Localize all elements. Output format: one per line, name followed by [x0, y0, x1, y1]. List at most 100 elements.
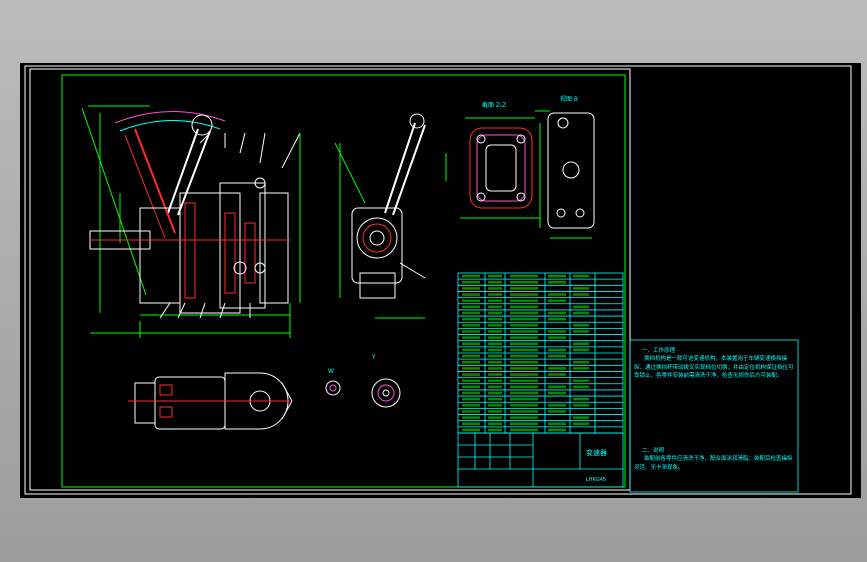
parts-list-entry-mark	[510, 274, 538, 278]
parts-list-entry-mark	[548, 428, 566, 432]
parts-list-entry-mark	[573, 305, 589, 309]
parts-list-entry-mark	[573, 367, 589, 370]
parts-list-entry-mark	[510, 324, 538, 327]
outer-frame	[24, 65, 852, 495]
parts-list-entry-mark	[462, 348, 480, 352]
parts-list-entry-mark	[488, 404, 502, 407]
parts-list-entry-mark	[548, 354, 566, 358]
parts-list-entry-mark	[488, 416, 502, 419]
parts-list-entry-mark	[462, 311, 480, 315]
parts-list-entry-mark	[510, 354, 538, 358]
notes-body-2-wrapper: 装配前各零件应清洗干净，配合面涂润滑脂；装配后检查操纵灵活、无卡滞现象。	[634, 456, 793, 471]
parts-list-entry-mark	[548, 422, 566, 425]
parts-list-entry-mark	[573, 404, 589, 407]
parts-list-entry-mark	[488, 330, 502, 333]
parts-list-table	[457, 272, 624, 434]
parts-list-entry-mark	[488, 299, 502, 302]
parts-list-entry-mark	[488, 367, 502, 370]
parts-list-entry-mark	[573, 361, 589, 364]
parts-list-entry-mark	[488, 305, 502, 309]
parts-list-entry-mark	[573, 324, 589, 327]
parts-list-entry-mark	[573, 379, 589, 382]
parts-list-entry-mark	[462, 281, 480, 284]
parts-list-entry-mark	[462, 336, 480, 339]
parts-list-entry-mark	[488, 379, 502, 382]
detail-w-view	[325, 380, 341, 396]
parts-list-entry-mark	[510, 348, 538, 352]
parts-list-entry-mark	[462, 410, 480, 413]
parts-list-entry-mark	[510, 397, 538, 401]
parts-list-entry-mark	[510, 317, 538, 321]
section-zz-view	[445, 117, 540, 219]
parts-list-entry-mark	[462, 385, 480, 389]
parts-list-entry-mark	[510, 311, 538, 315]
parts-list-entry-mark	[510, 281, 538, 284]
parts-list-entry-mark	[462, 391, 480, 395]
notes-heading-2: 二、说明	[642, 446, 665, 454]
parts-list-entry-mark	[488, 361, 502, 364]
detail-y-label: Y	[371, 354, 376, 361]
cad-drawing-canvas[interactable]: 截面 Z-Z 视图 B	[20, 63, 861, 498]
parts-list-entry-mark	[462, 293, 480, 296]
parts-list-entry-mark	[548, 274, 566, 278]
parts-list-entry-mark	[548, 293, 566, 296]
parts-list-entry-mark	[488, 354, 502, 358]
parts-list-entry-mark	[462, 287, 480, 290]
parts-list-entry-mark	[510, 428, 538, 432]
parts-list-entry-mark	[462, 416, 480, 419]
parts-list-entry-mark	[488, 428, 502, 432]
parts-list-entry-mark	[510, 373, 538, 376]
side-view-assembly	[334, 113, 426, 319]
parts-list-entry-mark	[488, 274, 502, 278]
parts-list-entry-mark	[548, 330, 566, 333]
parts-list-entry-mark	[548, 385, 566, 389]
parts-list-entry-mark	[548, 281, 566, 284]
drawing-area-frame	[29, 68, 631, 491]
parts-list-entry-mark	[488, 287, 502, 290]
title-block-drawing-no: LHKG45	[586, 477, 606, 483]
detail-w-label: W	[328, 368, 334, 375]
view-b-plate	[535, 110, 595, 239]
front-view-assembly	[81, 105, 301, 338]
parts-list-entry-mark	[462, 379, 480, 382]
parts-list-entry-mark	[510, 293, 538, 296]
parts-list-entry-mark	[488, 293, 502, 296]
parts-list-entry-mark	[488, 342, 502, 345]
parts-list-entry-mark	[548, 404, 566, 407]
parts-list-entry-mark	[462, 342, 480, 345]
parts-list-entry-mark	[488, 317, 502, 321]
parts-list-entries	[462, 274, 589, 432]
notes-body-2: 装配前各零件应清洗干净，配合面涂润滑脂；装配后检查操纵灵活、无卡滞现象。	[634, 456, 793, 471]
parts-list-entry-mark	[462, 397, 480, 401]
parts-list-entry-mark	[510, 379, 538, 382]
parts-list-entry-mark	[573, 311, 589, 315]
parts-list-entry-mark	[548, 299, 566, 302]
parts-list-entry-mark	[462, 317, 480, 321]
parts-list-entry-mark	[573, 293, 589, 296]
parts-list-entry-mark	[510, 422, 538, 425]
parts-list-entry-mark	[462, 428, 480, 432]
parts-list-entry-mark	[462, 354, 480, 358]
notes-body-1-wrapper: 换挡机构是一款可逆变速机构，本装置用于车辆变速换挡操纵，通过换挡杆带动拨叉实现档…	[634, 356, 794, 379]
parts-list-entry-mark	[548, 410, 566, 413]
parts-list-entry-mark	[462, 330, 480, 333]
parts-list-entry-mark	[488, 391, 502, 395]
parts-list-entry-mark	[548, 336, 566, 339]
parts-list-entry-mark	[510, 404, 538, 407]
parts-list-entry-mark	[462, 367, 480, 370]
parts-list-entry-mark	[510, 416, 538, 419]
parts-list-entry-mark	[510, 410, 538, 413]
parts-list-entry-mark	[510, 385, 538, 389]
parts-list-entry-mark	[548, 391, 566, 395]
parts-list-entry-mark	[462, 404, 480, 407]
parts-list-entry-mark	[573, 348, 589, 352]
view-b-label: 视图 B	[560, 95, 578, 103]
parts-list-entry-mark	[462, 373, 480, 376]
parts-list-entry-mark	[488, 311, 502, 315]
parts-list-entry-mark	[510, 305, 538, 309]
parts-list-entry-mark	[573, 274, 589, 278]
parts-list-entry-mark	[488, 385, 502, 389]
parts-list-entry-mark	[462, 324, 480, 327]
parts-list-entry-mark	[510, 330, 538, 333]
drawing-sheet: 截面 Z-Z 视图 B	[24, 65, 852, 495]
